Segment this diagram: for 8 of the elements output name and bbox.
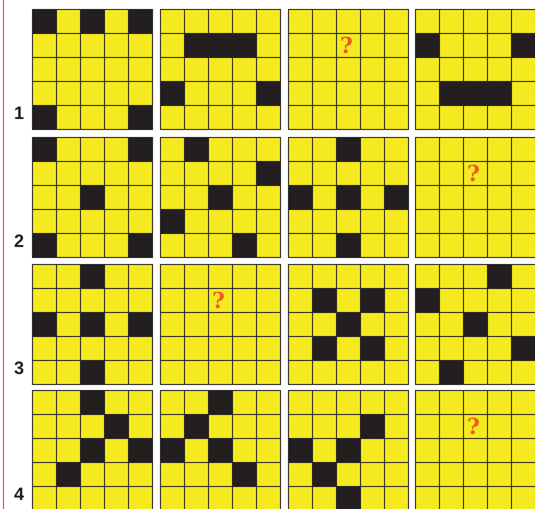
row-number: 2 bbox=[14, 231, 24, 251]
question-mark: ? bbox=[340, 35, 353, 57]
row-number: 4 bbox=[14, 484, 24, 504]
question-mark: ? bbox=[467, 163, 480, 185]
question-mark: ? bbox=[467, 416, 480, 438]
row-number: 3 bbox=[14, 358, 24, 378]
question-mark: ? bbox=[212, 290, 225, 312]
row-number: 1 bbox=[14, 103, 24, 123]
